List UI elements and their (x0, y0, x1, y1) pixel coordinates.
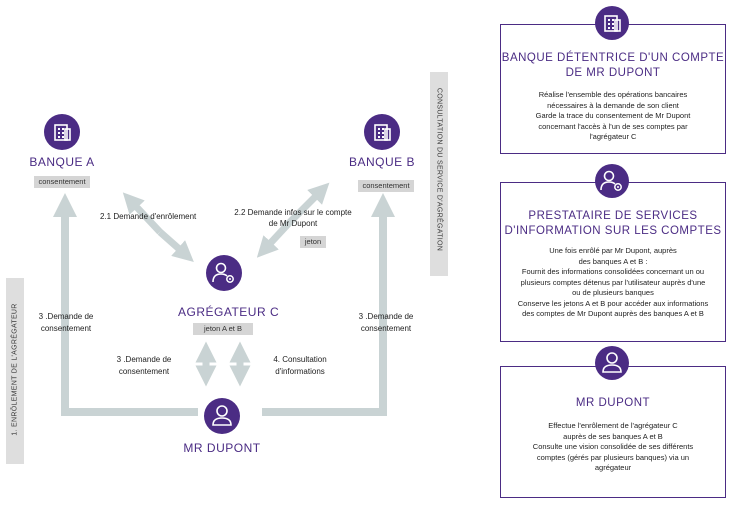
card-prestataire-icon-badge (595, 164, 629, 198)
card-banque-line: Garde la trace du consentement de Mr Dup… (535, 111, 691, 120)
label-consent-left-2: consentement (40, 324, 92, 333)
label-consent-mid-1: 3 .Demande de (116, 355, 172, 364)
banque-a-node (44, 114, 80, 150)
agregateur-jeton-tag: jeton A et B (193, 323, 253, 335)
side-label-consultation: CONSULTATION DU SERVICE D'AGRÉGATION (435, 87, 443, 252)
card-prestataire-line: des banques A et B : (578, 256, 648, 266)
card-prestataire-line: Conserve les jetons A et B pour accéder … (517, 298, 709, 308)
label-demande-infos-1: 2.2 Demande infos sur le compte (234, 208, 352, 217)
card-prestataire-body: Une fois enrôlé par Mr Dupont, auprès de… (506, 246, 720, 320)
card-prestataire-line: Fournit des informations consolidées con… (521, 267, 705, 276)
side-bar-enrolement: 1. ENRÔLEMENT DE L'AGRÉGATEUR (6, 278, 24, 464)
card-dupont-line: Effectue l'enrôlement de l'agrégateur C (548, 421, 678, 430)
mr-dupont-node (204, 398, 240, 434)
bank-icon (54, 124, 71, 141)
banque-b-title: BANQUE B (348, 155, 415, 169)
card-prestataire (500, 182, 726, 342)
card-banque-icon-badge (595, 6, 629, 40)
bank-icon (374, 124, 391, 141)
side-bar-consultation: CONSULTATION DU SERVICE D'AGRÉGATION (430, 72, 448, 276)
card-dupont-line: comptes (gérés par plusieurs banques) vi… (536, 452, 690, 462)
card-banque-title-2: DE MR DUPONT (565, 67, 661, 79)
mr-dupont-title: MR DUPONT (183, 441, 261, 455)
arrow-infos-diagonal (287, 182, 330, 225)
label-demande-enrolement: 2.1 Demande d'enrôlement (100, 212, 197, 221)
card-dupont-icon-badge (595, 346, 629, 380)
label-consent-mid-2: consentement (118, 367, 170, 376)
card-prestataire-line: ou de plusieurs banques (572, 288, 654, 297)
side-label-enrolement: 1. ENRÔLEMENT DE L'AGRÉGATEUR (11, 303, 19, 436)
card-dupont-line: Consulte une vision consolidée de ses di… (532, 442, 694, 451)
card-prestataire-title-2: D'INFORMATION SUR LES COMPTES (504, 225, 722, 237)
card-prestataire-line: Une fois enrôlé par Mr Dupont, auprès (549, 246, 677, 255)
card-banque-line: concernant l'accès à l'un de ses comptes… (538, 121, 688, 131)
card-banque-line: nécessaires à la demande de son client (547, 100, 679, 110)
card-banque-detentrice (500, 24, 726, 154)
arrow-enrolement-diagonal (122, 192, 163, 235)
label-consent-left-1: 3 .Demande de (38, 312, 94, 321)
card-banque-line: l'agrégateur C (589, 132, 637, 141)
card-dupont-line: agrégateur (594, 463, 632, 472)
card-dupont-title: MR DUPONT (575, 397, 651, 409)
arrow-client-to-banque-b (262, 193, 395, 416)
card-dupont-line: auprès de ses banques A et B (563, 431, 663, 441)
banque-a-title: BANQUE A (29, 155, 95, 169)
card-prestataire-title-1: PRESTATAIRE DE SERVICES (528, 210, 698, 222)
card-banque-body: Réalise l'ensemble des opérations bancai… (506, 90, 720, 143)
user-gear-icon (600, 170, 622, 191)
user-icon (212, 405, 232, 426)
label-consultation-2: d'informations (275, 367, 325, 376)
card-prestataire-line: des comptes de Mr Dupont auprès des banq… (522, 309, 704, 318)
label-consultation-1: 4. Consultation (273, 355, 327, 364)
user-icon (602, 352, 622, 373)
card-mr-dupont (500, 366, 726, 498)
label-consent-right-1: 3 .Demande de (358, 312, 414, 321)
card-prestataire-line: plusieurs comptes détenus par l'utilisat… (520, 277, 706, 287)
jeton-tag: jeton (300, 236, 326, 248)
agregateur-title: AGRÉGATEUR C (178, 305, 280, 319)
banque-b-consent-tag: consentement (358, 180, 414, 192)
label-demande-infos-2: de Mr Dupont (268, 219, 318, 228)
label-consent-right-2: consentement (360, 324, 412, 333)
banque-b-node (364, 114, 400, 150)
agregateur-node (206, 255, 242, 291)
bank-icon (604, 15, 621, 32)
card-banque-line: Réalise l'ensemble des opérations bancai… (538, 90, 688, 99)
card-banque-title-1: BANQUE DÉTENTRICE D'UN COMPTE (501, 52, 725, 64)
user-gear-icon (212, 262, 234, 283)
arrow-client-to-banque-a (53, 193, 198, 416)
banque-a-consent-tag: consentement (34, 176, 90, 188)
card-dupont-body: Effectue l'enrôlement de l'agrégateur C … (506, 421, 720, 474)
